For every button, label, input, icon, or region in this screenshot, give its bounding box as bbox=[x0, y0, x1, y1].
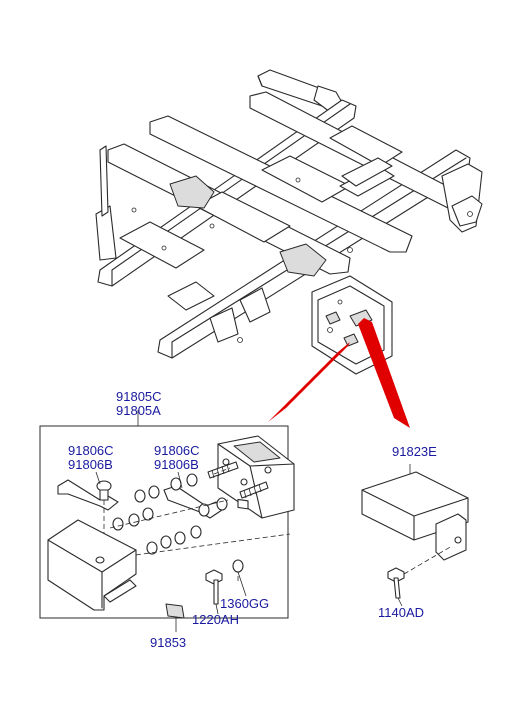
fuse-91853 bbox=[165, 603, 185, 632]
left-callout-arrow bbox=[268, 342, 350, 422]
fuse-cover-bracket bbox=[47, 519, 137, 611]
label-leaders bbox=[95, 471, 183, 489]
label-91806C-right: 91806C bbox=[154, 443, 200, 458]
fuse-block bbox=[217, 435, 295, 519]
threaded-studs bbox=[207, 461, 269, 499]
label-91853: 91853 bbox=[150, 635, 186, 650]
label-91806C-left: 91806C bbox=[68, 443, 114, 458]
connector-91823E bbox=[361, 464, 469, 561]
bolt-1220AH-and-washer bbox=[205, 559, 247, 615]
assembly-frame-box bbox=[39, 425, 289, 619]
callout-arrows bbox=[268, 318, 410, 428]
bolt-1140AD bbox=[387, 545, 453, 607]
part-labels: 91805C 91805A 91806C 91806B 91806C 91806… bbox=[68, 389, 437, 650]
label-91806B-right: 91806B bbox=[154, 457, 199, 472]
label-1360GG: 1360GG bbox=[220, 596, 269, 611]
label-91823E: 91823E bbox=[392, 444, 437, 459]
washers-nuts bbox=[112, 473, 228, 559]
label-91805C: 91805C bbox=[116, 389, 162, 404]
label-91805A: 91805A bbox=[116, 403, 161, 418]
label-1140AD: 1140AD bbox=[378, 605, 424, 620]
right-callout-arrow bbox=[358, 318, 410, 428]
vehicle-frame bbox=[95, 69, 483, 359]
label-1220AH: 1220AH bbox=[192, 612, 239, 627]
label-91806B-left: 91806B bbox=[68, 457, 113, 472]
